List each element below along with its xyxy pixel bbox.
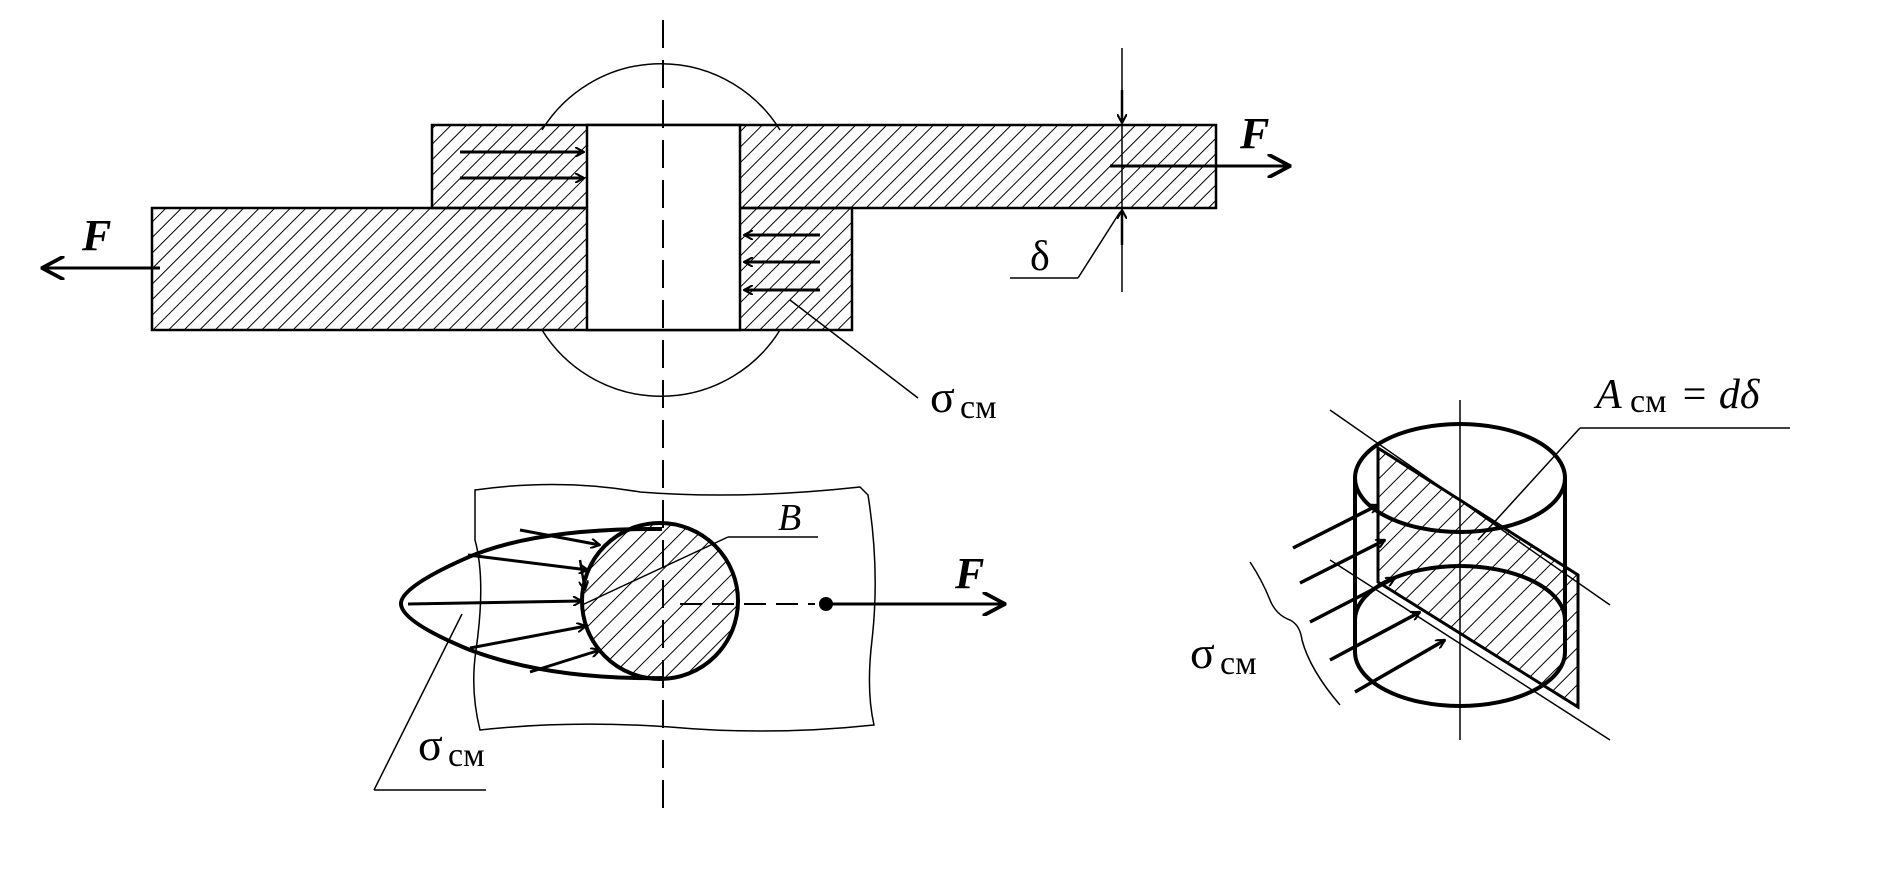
area-sub: см bbox=[1630, 383, 1667, 420]
force-label-left: F bbox=[81, 211, 111, 260]
cylinder-bottom-front bbox=[1353, 651, 1567, 708]
area-equation: = dδ bbox=[1680, 372, 1761, 418]
bearing-stress-label-top: σ bbox=[930, 371, 955, 422]
point-b-leader bbox=[581, 536, 729, 606]
pressure-arrows bbox=[407, 528, 600, 674]
rivet-head-outline-bottom bbox=[541, 329, 781, 397]
bearing-stress-sub-plan: см bbox=[448, 737, 485, 774]
point-b-label: B bbox=[778, 497, 801, 539]
plan-view: F B σ см bbox=[373, 483, 1005, 791]
lower-plate bbox=[150, 206, 854, 332]
bearing-stress-leader-top bbox=[789, 299, 919, 399]
bearing-stress-sub-top: см bbox=[960, 389, 997, 426]
cut-plane-line-bottom bbox=[1329, 559, 1611, 741]
bearing-stress-sub-cyl: см bbox=[1220, 645, 1257, 682]
bearing-arrows-lower bbox=[744, 235, 820, 290]
upper-plate bbox=[430, 123, 1218, 210]
cylinder-view: σ см A см = dδ bbox=[1190, 372, 1790, 741]
thickness-label: δ bbox=[1030, 234, 1050, 280]
bearing-stress-brace bbox=[1249, 561, 1341, 706]
bearing-stress-label-plan: σ bbox=[418, 719, 443, 770]
thickness-dimension bbox=[1010, 48, 1122, 292]
joint-section-view: F F δ σ см bbox=[42, 48, 1290, 426]
area-label: A bbox=[1593, 372, 1622, 418]
area-leader bbox=[1477, 427, 1581, 541]
cylinder-mid-curve bbox=[1353, 564, 1567, 621]
cylinder-pressure-arrows bbox=[1292, 503, 1445, 694]
pin-section bbox=[580, 521, 740, 681]
bearing-stress-label-cyl: σ bbox=[1190, 627, 1215, 678]
projected-area bbox=[1376, 445, 1580, 710]
bearing-stress-leader-plan bbox=[373, 613, 463, 791]
force-label-right: F bbox=[1239, 109, 1269, 158]
rivet-head-outline-top bbox=[541, 63, 781, 131]
plate-fragment-outline bbox=[473, 483, 876, 732]
pressure-envelope bbox=[399, 526, 665, 681]
bearing-arrows-upper bbox=[460, 152, 584, 178]
force-label-plan: F bbox=[954, 549, 984, 598]
